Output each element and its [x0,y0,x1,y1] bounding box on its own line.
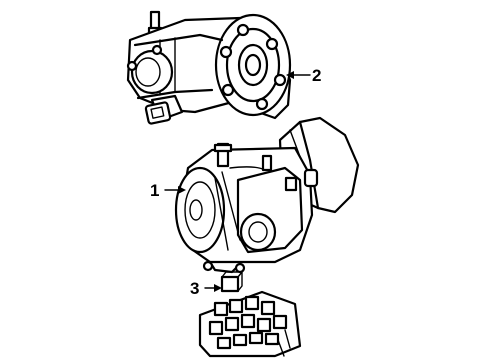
callout-3-label: 3 [190,279,199,298]
starter-motor-part [174,116,360,274]
drive-housing-part [126,10,292,125]
callout-1-label: 1 [150,181,159,200]
relay-part [220,271,243,293]
callout-2-label: 2 [312,66,321,85]
fuse-box-part [198,290,302,358]
